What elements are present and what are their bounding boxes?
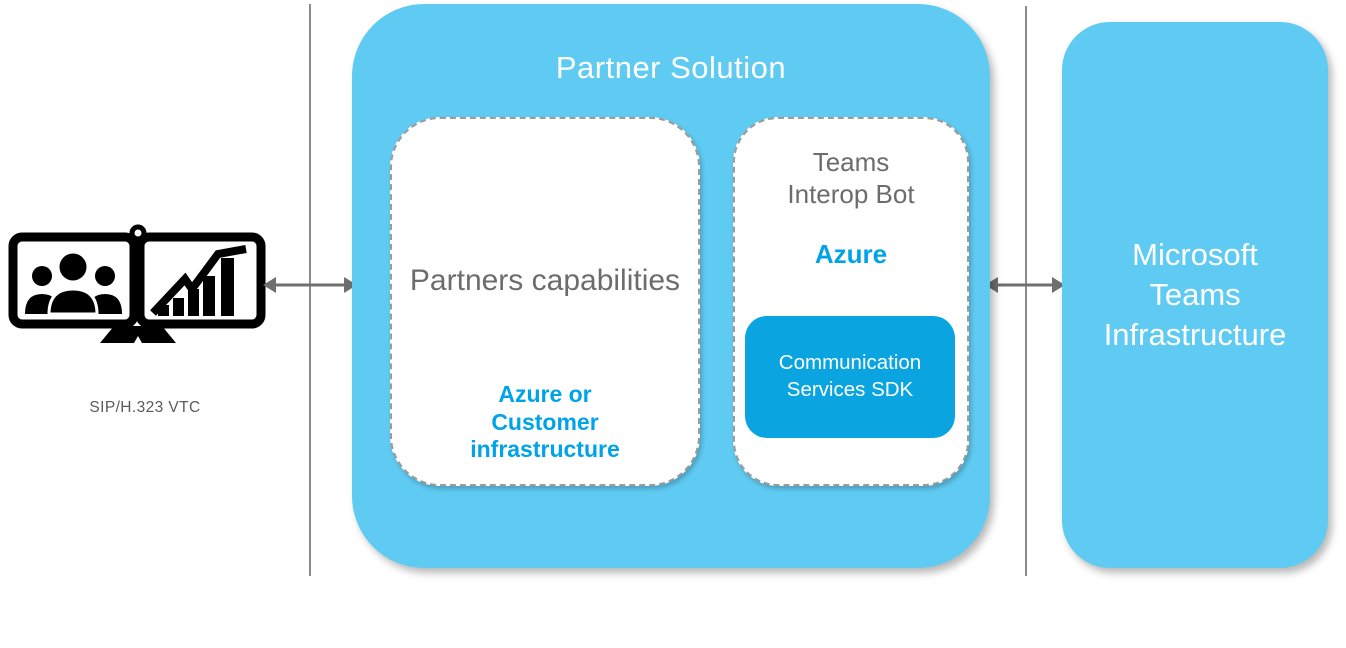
left-boundary-divider	[309, 4, 311, 576]
partners-capabilities-subtitle-text: Azure or Customer infrastructure	[470, 381, 620, 463]
partners-capabilities-subtitle: Azure or Customer infrastructure	[392, 381, 698, 464]
right-double-arrow-icon	[985, 277, 1065, 293]
communication-services-sdk-label: Communication Services SDK	[778, 351, 922, 401]
microsoft-teams-infrastructure-box: Microsoft Teams Infrastructure	[1062, 22, 1328, 568]
teams-interop-bot-title-text: Teams Interop Bot	[787, 147, 915, 209]
partner-logos-row: poly BlueJeans ] pexip [	[0, 578, 1346, 648]
partners-capabilities-box: Partners capabilities Azure or Customer …	[390, 117, 700, 486]
right-boundary-divider	[1025, 6, 1027, 576]
vtc-label: SIP/H.323 VTC	[89, 399, 201, 416]
communication-services-sdk-box: Communication Services SDK	[745, 316, 955, 438]
teams-interop-bot-title: Teams Interop Bot	[735, 147, 967, 210]
partners-capabilities-title: Partners capabilities	[409, 264, 681, 297]
azure-label: Azure	[814, 239, 888, 269]
people-group-icon	[25, 250, 122, 316]
teams-interop-bot-box: Teams Interop Bot Azure Communication Se…	[733, 117, 969, 486]
left-double-arrow-icon	[263, 277, 357, 293]
growth-chart-icon	[150, 245, 247, 316]
microsoft-teams-infrastructure-title: Microsoft Teams Infrastructure	[1103, 236, 1287, 353]
partner-solution-title: Partner Solution	[555, 50, 787, 85]
vtc-dual-screen-icon	[8, 224, 266, 343]
